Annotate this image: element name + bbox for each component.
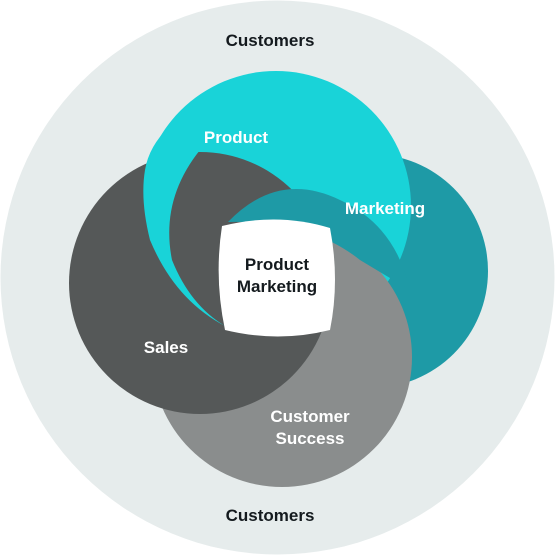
customer-success-label-line2: Success [276, 429, 345, 448]
customers-label-top: Customers [226, 31, 315, 50]
sales-label: Sales [144, 338, 188, 357]
center-label-line1: Product [245, 255, 310, 274]
marketing-overlap-patch [228, 189, 410, 290]
product-label: Product [204, 128, 269, 147]
customers-label-bottom: Customers [226, 506, 315, 525]
center-region [218, 219, 335, 337]
product-overlap-patch [143, 118, 225, 326]
marketing-label: Marketing [345, 199, 425, 218]
center-label-line2: Marketing [237, 277, 317, 296]
customer-success-label-line1: Customer [270, 407, 350, 426]
